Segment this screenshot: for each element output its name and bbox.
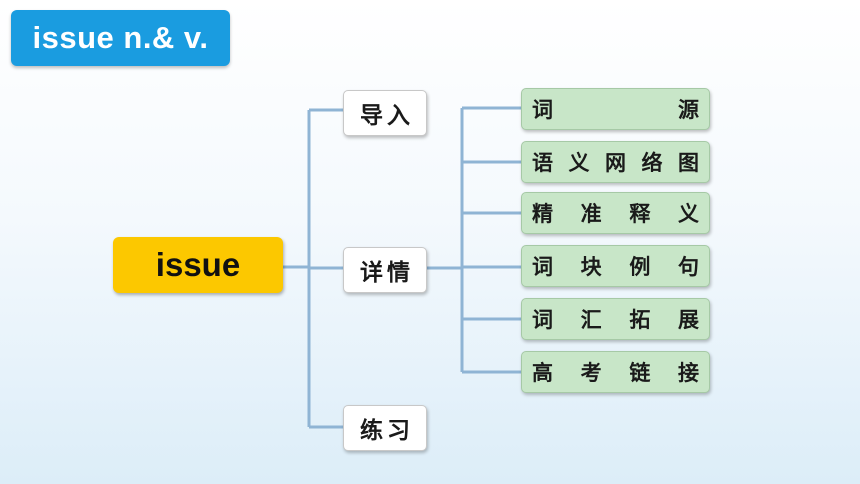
leaf-char: 词: [532, 255, 553, 279]
leaf-node-semantic-network[interactable]: 语义网络图: [521, 141, 710, 183]
leaf-char: 词: [532, 308, 553, 332]
leaf-char: 高: [532, 361, 553, 385]
leaf-char: 拓: [629, 308, 651, 332]
leaf-char: 络: [641, 151, 663, 175]
branch-node-intro[interactable]: 导入: [343, 90, 427, 136]
leaf-node-vocabulary-expansion[interactable]: 词汇拓展: [521, 298, 710, 340]
leaf-char: 接: [677, 361, 699, 385]
leaf-char: 义: [677, 202, 699, 226]
leaf-char: 句: [677, 255, 699, 279]
leaf-char: 考: [580, 361, 602, 385]
leaf-char: 源: [678, 98, 699, 122]
leaf-char: 网: [605, 151, 626, 175]
leaf-node-definitions[interactable]: 精准释义: [521, 192, 710, 234]
leaf-char: 词: [532, 98, 553, 122]
leaf-char: 语: [532, 151, 553, 175]
leaf-node-exam-links[interactable]: 高考链接: [521, 351, 710, 393]
leaf-char: 义: [568, 151, 590, 175]
leaf-char: 展: [677, 308, 699, 332]
leaf-char: 释: [629, 202, 651, 226]
leaf-char: 准: [580, 202, 602, 226]
slide-title: issue n.& v.: [11, 10, 230, 66]
leaf-char: 汇: [580, 308, 602, 332]
leaf-char: 块: [580, 255, 602, 279]
leaf-char: 例: [629, 255, 651, 279]
leaf-node-etymology[interactable]: 词源: [521, 88, 710, 130]
leaf-char: 图: [678, 151, 699, 175]
branch-node-practice[interactable]: 练习: [343, 405, 427, 451]
branch-node-details[interactable]: 详情: [343, 247, 427, 293]
leaf-node-example-sentences[interactable]: 词块例句: [521, 245, 710, 287]
leaf-char: 链: [629, 361, 651, 385]
root-node-issue[interactable]: issue: [113, 237, 283, 293]
leaf-char: 精: [532, 202, 553, 226]
